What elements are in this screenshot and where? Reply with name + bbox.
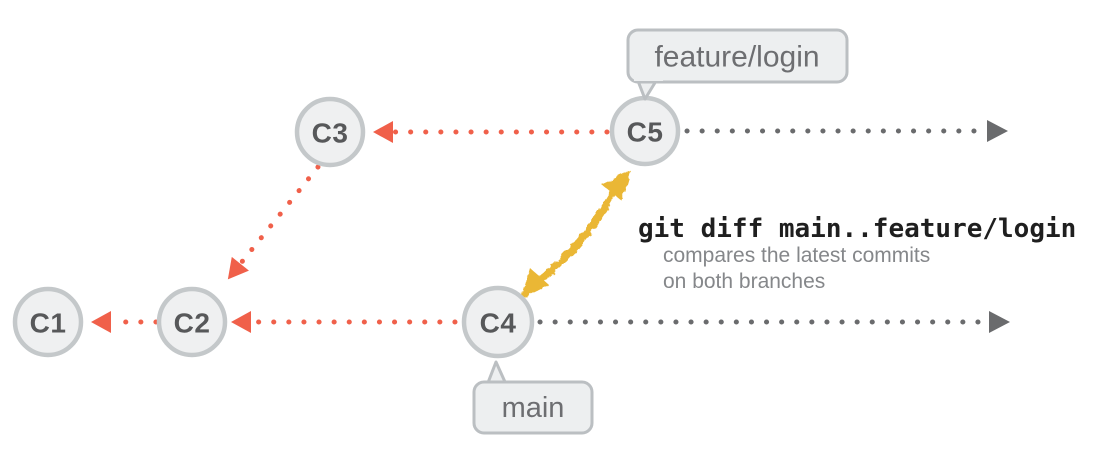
commit-node-c2: C2	[156, 286, 228, 358]
diff-double-arrow	[521, 170, 631, 299]
commit-label: C3	[312, 118, 349, 149]
commit-label: C5	[627, 117, 664, 148]
caption-line-2: on both branches	[663, 270, 825, 293]
caption-line-1: compares the latest commits	[663, 244, 930, 267]
commit-circle	[156, 286, 228, 358]
commit-label: C1	[30, 308, 67, 339]
branch-label-main: main	[472, 360, 594, 435]
branch-label-text: feature/login	[654, 41, 819, 74]
git-command-text: git diff main..feature/login	[638, 214, 1076, 244]
bubble-patch	[634, 70, 663, 81]
commit-node-c3: C3	[294, 96, 366, 168]
diff-arrow-shaft	[529, 182, 621, 290]
diff-arrowhead-bottom-icon	[521, 268, 549, 299]
commit-circle	[12, 286, 84, 358]
branch-label-text: main	[502, 392, 565, 424]
commit-label: C2	[174, 308, 211, 339]
commit-node-c5: C5	[609, 95, 681, 167]
commit-circle	[461, 285, 535, 359]
arrow-c3-to-c2	[227, 164, 321, 280]
bubble-patch	[485, 384, 509, 394]
diff-arrowhead-top-icon	[601, 170, 631, 201]
bubble-box	[626, 28, 849, 84]
commit-circle	[294, 96, 366, 168]
commit-node-c1: C1	[12, 286, 84, 358]
branch-label-feature: feature/login	[626, 28, 849, 101]
commit-label: C4	[480, 308, 517, 339]
commit-node-c4: C4	[461, 285, 535, 359]
bubble-box	[472, 380, 594, 435]
